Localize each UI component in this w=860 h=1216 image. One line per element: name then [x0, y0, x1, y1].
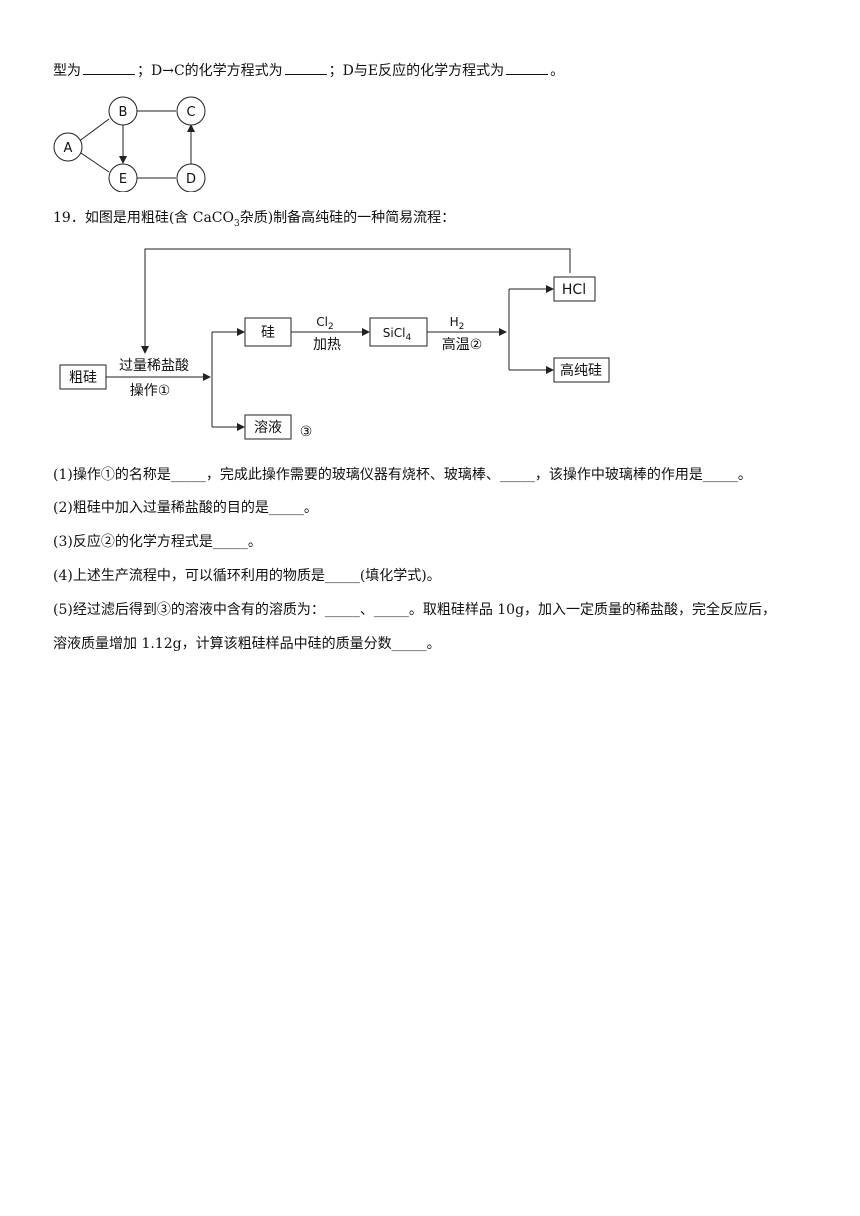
arrowhead-d-to-c	[187, 124, 195, 132]
arrowhead-b-to-e	[119, 156, 127, 164]
crude-si-label: 粗硅	[69, 370, 97, 386]
q19-question-4: (4)上述生产流程中，可以循环利用的物质是_____(填化学式)。	[53, 568, 441, 584]
q19-question-3: (3)反应②的化学方程式是_____。	[53, 534, 262, 550]
q19-title-post: 杂质)制备高纯硅的一种简易流程：	[239, 210, 456, 226]
q19-question-5a: (5)经过滤后得到③的溶液中含有的溶质为：_____、_____。取粗硅样品 1…	[53, 602, 777, 618]
hcl-label: HCl	[562, 282, 586, 298]
arrowhead-to-hcl	[546, 285, 554, 293]
crude-si-box	[59, 364, 107, 390]
si-box	[244, 317, 292, 347]
node-c-circle	[176, 96, 206, 126]
node-b-label: B	[119, 105, 128, 120]
sicl4-label: SiCl4	[383, 326, 412, 343]
arrowhead-to-split-2	[499, 328, 507, 336]
q18-text-3: ；D与E反应的化学方程式为	[328, 63, 505, 79]
arrowhead-to-split	[203, 373, 211, 381]
cl2-label: Cl2	[316, 315, 333, 332]
q18-blank-2[interactable]	[284, 60, 327, 75]
q18-text-1: 型为	[53, 63, 81, 79]
q19-question-5b: 溶液质量增加 1.12g，计算该粗硅样品中硅的质量分数_____。	[53, 636, 441, 652]
arrowhead-to-solution	[237, 423, 245, 431]
node-a-circle	[53, 132, 83, 162]
reagent-top-label: 过量稀盐酸	[119, 358, 189, 374]
node-b-circle	[108, 96, 138, 126]
h2-label: H2	[450, 315, 465, 332]
q18-text-2: ；D→C的化学方程式为	[137, 63, 283, 79]
solution-label: 溶液	[254, 420, 282, 436]
node-e-label: E	[119, 172, 127, 187]
q18-text-4: 。	[550, 63, 565, 79]
node-e-circle	[108, 163, 138, 192]
sicl4-box	[369, 317, 428, 347]
q18-blank-3[interactable]	[506, 60, 549, 75]
q18-blank-1[interactable]	[83, 60, 135, 75]
node-d-circle	[176, 163, 206, 192]
q19-title-sub: 3	[233, 218, 240, 229]
pure-si-label: 高纯硅	[560, 362, 602, 379]
q19-title: 19．如图是用粗硅(含 CaCO3杂质)制备高纯硅的一种简易流程：	[53, 208, 455, 234]
arrowhead-recycle	[141, 346, 149, 354]
q19-flow-diagram: 粗硅 过量稀盐酸 操作① 硅 加热 高温② HCl 高纯硅 溶液 ③ Cl2 S…	[59, 248, 610, 440]
pure-si-box	[553, 357, 610, 383]
node-c-label: C	[186, 105, 195, 120]
q19-title-pre: 19．如图是用粗硅(含 CaCO	[53, 210, 234, 226]
node-a-label: A	[64, 141, 73, 156]
si-label: 硅	[261, 325, 275, 341]
solution-mark: ③	[300, 424, 313, 440]
q19-question-2: (2)粗硅中加入过量稀盐酸的目的是_____。	[53, 500, 318, 516]
high-temp-label: 高温②	[442, 336, 483, 353]
q18-answer-line: 型为 ；D→C的化学方程式为 ；D与E反应的化学方程式为 。	[53, 60, 564, 81]
reagent-bottom-label: 操作①	[130, 383, 171, 399]
node-d-label: D	[186, 172, 196, 187]
q19-question-1: (1)操作①的名称是_____，完成此操作需要的玻璃仪器有烧杯、玻璃棒、____…	[53, 467, 752, 483]
solution-box	[244, 414, 292, 440]
arrowhead-to-si	[237, 328, 245, 336]
hcl-box	[553, 276, 596, 302]
arrowhead-to-pure-si	[546, 366, 554, 374]
arrowhead-to-sicl4	[362, 328, 370, 336]
heat-label: 加热	[313, 337, 341, 353]
q18-relation-diagram: A B C E D	[53, 96, 206, 192]
